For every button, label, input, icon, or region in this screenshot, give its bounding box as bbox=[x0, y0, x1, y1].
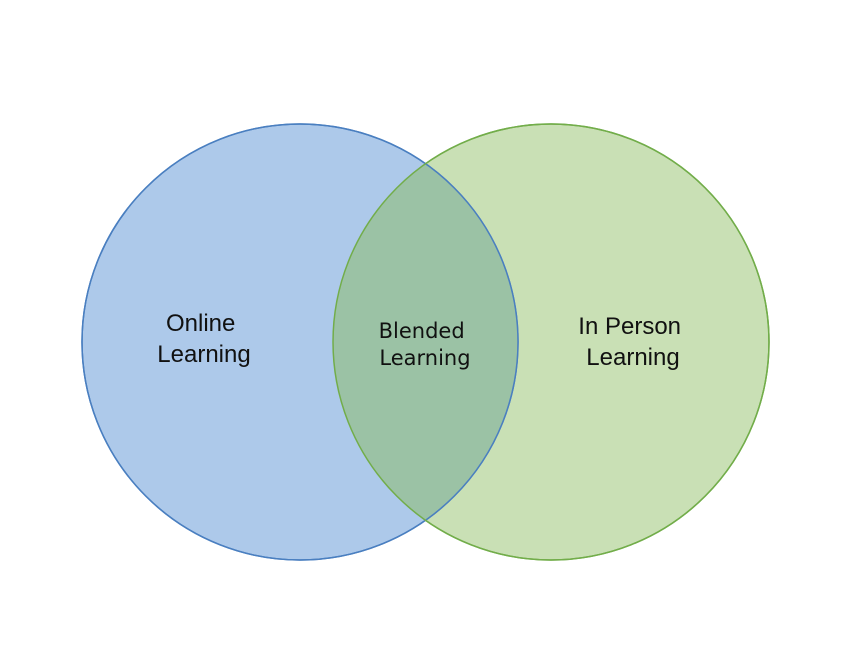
blended-overlap-region bbox=[333, 124, 518, 560]
blended-label-line1: Blended bbox=[379, 319, 465, 343]
blended-label-line2: Learning bbox=[379, 346, 470, 370]
in-person-label-line2: Learning bbox=[586, 344, 679, 371]
blended-learning-label: Blended Learning bbox=[379, 319, 472, 370]
online-circle-outline bbox=[81, 123, 519, 561]
online-label-line1: Online bbox=[166, 310, 235, 337]
online-learning-label: Online Learning bbox=[157, 310, 250, 368]
online-label-line2: Learning bbox=[157, 341, 250, 368]
in-person-circle-outline bbox=[332, 123, 770, 561]
in-person-label-line1: In Person bbox=[578, 313, 681, 340]
in-person-learning-label: In Person Learning bbox=[578, 313, 687, 371]
